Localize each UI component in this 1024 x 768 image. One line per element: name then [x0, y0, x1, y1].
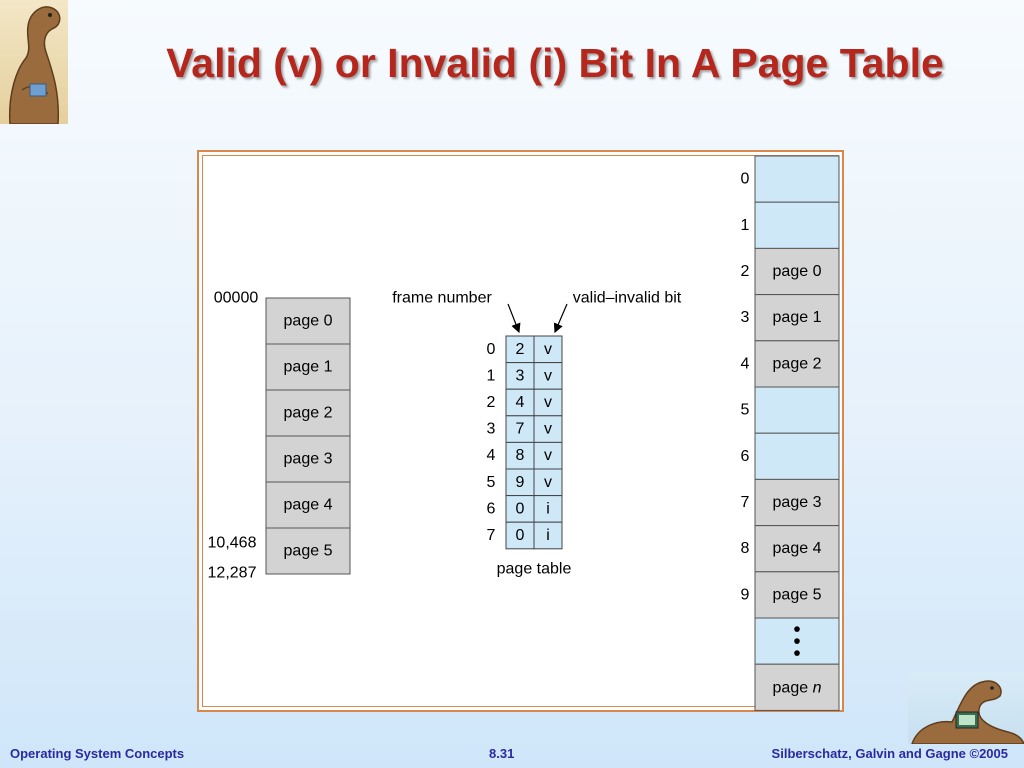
- physical-frame-index: 4: [741, 355, 750, 372]
- footer-credit: Silberschatz, Galvin and Gagne ©2005: [771, 746, 1008, 761]
- physical-frame-index: 5: [741, 402, 750, 419]
- page-table-valid-bit: v: [544, 421, 552, 438]
- physical-frame-cell: [754, 155, 840, 203]
- page-table-bit-cell: [533, 362, 563, 390]
- page-table-frame-number: 0: [516, 527, 525, 544]
- physical-frame-cell: [754, 432, 840, 480]
- frame-number-label: frame number: [392, 290, 492, 307]
- page-table-frame-cell: [505, 468, 535, 497]
- page-table-valid-bit: v: [544, 447, 552, 464]
- logical-page-cell: [265, 389, 351, 437]
- physical-frame-cell: [754, 340, 840, 388]
- page-table-bit-cell: [533, 335, 563, 364]
- physical-frame-label: page 5: [773, 586, 822, 603]
- page-table-index: 5: [487, 474, 496, 491]
- address-label-end: 12,287: [208, 565, 257, 582]
- physical-frame-index: 8: [741, 540, 750, 557]
- page-table-bit-cell: [533, 388, 563, 417]
- page-table-bit-cell: [533, 521, 563, 550]
- logical-page-label: page 4: [284, 497, 333, 514]
- physical-frame-label: page 1: [773, 309, 822, 326]
- page-table-valid-bit: v: [544, 394, 552, 411]
- page-table-frame-number: 8: [516, 447, 525, 464]
- valid-invalid-bit-label: valid–invalid bit: [573, 290, 682, 307]
- page-table-index: 2: [487, 394, 496, 411]
- ellipsis-dot: [794, 638, 800, 644]
- logical-page-cell: [265, 343, 351, 391]
- dinosaur-logo-top: [0, 0, 68, 124]
- page-table-valid-bit: v: [544, 367, 552, 384]
- page-table-bit-cell: [533, 441, 563, 470]
- page-table-bit-cell: [533, 468, 563, 497]
- page-table-valid-bit: v: [544, 474, 552, 491]
- physical-frame-index: 2: [741, 263, 750, 280]
- page-table-frame-cell: [505, 521, 535, 550]
- valid-bit-arrow: [553, 303, 568, 334]
- physical-frame-cell: [754, 201, 840, 249]
- physical-frame-index: 0: [741, 171, 750, 188]
- footer-slide-number: 8.31: [489, 746, 515, 761]
- page-table-valid-bit: i: [546, 527, 550, 544]
- physical-frame-cell: [754, 247, 840, 296]
- page-table-index: 7: [487, 527, 496, 544]
- page-table-index: 3: [487, 421, 496, 438]
- physical-frame-cell: [754, 294, 840, 342]
- physical-frame-index: 9: [741, 586, 750, 603]
- page-table-caption: page table: [497, 561, 572, 578]
- page-table-index: 1: [487, 367, 496, 384]
- dinosaur-logo-bottom: [908, 672, 1024, 744]
- physical-frame-cell: [754, 571, 840, 619]
- physical-frame-index: 6: [741, 448, 750, 465]
- page-table-frame-cell: [505, 495, 535, 523]
- physical-frame-cell: [754, 386, 840, 434]
- physical-frame-label: page 2: [773, 355, 822, 372]
- logical-page-label: page 5: [284, 543, 333, 560]
- page-table-index: 4: [487, 447, 496, 464]
- page-table-frame-number: 2: [516, 341, 525, 358]
- physical-frame-label: page n: [773, 679, 822, 696]
- page-table-frame-number: 9: [516, 474, 525, 491]
- page-table-bit-cell: [533, 495, 563, 523]
- ellipsis-dot: [794, 626, 800, 632]
- physical-frame-index: 3: [741, 309, 750, 326]
- physical-frame-index: 1: [741, 217, 750, 234]
- address-label-start: 00000: [214, 290, 259, 307]
- slide-title: Valid (v) or Invalid (i) Bit In A Page T…: [166, 40, 944, 86]
- address-label-mid: 10,468: [208, 535, 257, 552]
- logical-page-cell: [265, 297, 351, 345]
- page-table-frame-number: 7: [516, 421, 525, 438]
- logical-page-label: page 0: [284, 313, 333, 330]
- physical-frame-label: page 3: [773, 494, 822, 511]
- page-table-index: 6: [487, 500, 496, 517]
- page-table-valid-bit: i: [546, 500, 550, 517]
- physical-frame-cell: [754, 478, 840, 527]
- page-table-valid-bit: v: [544, 341, 552, 358]
- physical-frame-label: page 4: [773, 540, 822, 557]
- physical-frame-cell: [754, 663, 840, 711]
- page-table-index: 0: [487, 341, 496, 358]
- logical-page-label: page 3: [284, 451, 333, 468]
- ellipsis-dot: [794, 650, 800, 656]
- physical-frame-label: page 0: [773, 263, 822, 280]
- frame-number-arrow: [507, 303, 521, 334]
- logical-page-cell: [265, 435, 351, 483]
- logical-page-label: page 2: [284, 405, 333, 422]
- page-table-bit-cell: [533, 415, 563, 443]
- logical-page-cell: [265, 527, 351, 575]
- logical-page-label: page 1: [284, 359, 333, 376]
- page-table-frame-number: 0: [516, 500, 525, 517]
- page-table-frame-number: 3: [516, 367, 525, 384]
- physical-frame-cell: [754, 525, 840, 573]
- footer-course: Operating System Concepts: [10, 746, 185, 761]
- page-table-frame-number: 4: [516, 394, 525, 411]
- physical-frame-index: 7: [741, 494, 750, 511]
